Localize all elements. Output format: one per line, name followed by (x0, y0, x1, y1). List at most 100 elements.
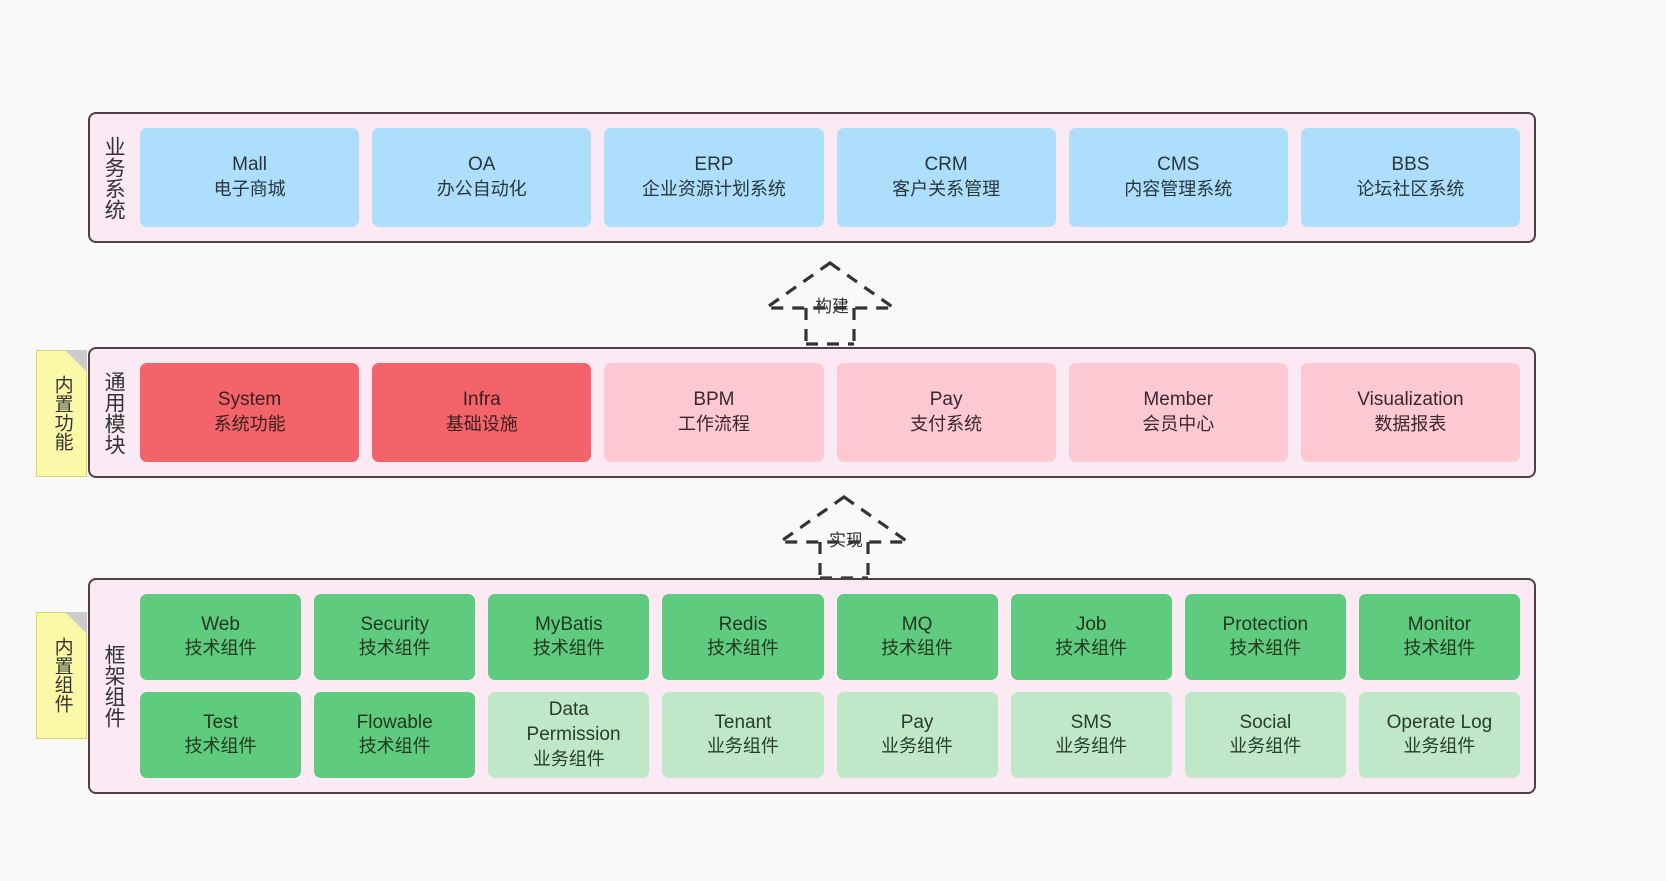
card-operate-log[interactable]: Operate Log 业务组件 (1358, 692, 1520, 778)
card-title-cn: 电子商城 (213, 178, 286, 199)
note-label: 内置功能 (51, 374, 73, 451)
card-title-en: Social (1239, 711, 1292, 733)
card-title-cn: 技术组件 (881, 638, 954, 659)
card-title-en: BPM (693, 389, 735, 411)
card-title-cn: 业务组件 (881, 736, 954, 757)
card-title-en: Pay (900, 711, 934, 733)
card-title-en: Tenant (714, 711, 772, 733)
card-title-cn: 内容管理系统 (1124, 178, 1233, 199)
card-title-cn: 论坛社区系统 (1356, 178, 1465, 199)
card-web[interactable]: Web 技术组件 (140, 594, 302, 680)
card-pay-business[interactable]: Pay 业务组件 (836, 692, 998, 778)
card-title-cn: 业务组件 (1403, 736, 1476, 757)
card-title-cn: 技术组件 (1229, 638, 1302, 659)
layer-business-systems: 业务系统 Mall 电子商城 OA 办公自动化 ERP 企业资源计划系统 CRM… (88, 112, 1536, 243)
card-flowable[interactable]: Flowable 技术组件 (314, 692, 476, 778)
card-oa[interactable]: OA 办公自动化 (372, 128, 592, 227)
note-label: 内置组件 (51, 636, 73, 713)
layer-title-business-systems: 业务系统 (102, 135, 126, 220)
card-title-en: Web (201, 613, 240, 635)
card-title-cn: 技术组件 (184, 638, 257, 659)
connector-label-implement: 实现 (829, 531, 863, 550)
card-sms[interactable]: SMS 业务组件 (1010, 692, 1172, 778)
card-bpm[interactable]: BPM 工作流程 (604, 363, 824, 462)
card-title-cn: 技术组件 (358, 736, 431, 757)
card-mall[interactable]: Mall 电子商城 (140, 128, 360, 227)
connector-implement: 实现 (772, 492, 916, 580)
card-title-en: ERP (694, 154, 734, 176)
card-title-cn: 技术组件 (184, 736, 257, 757)
framework-row-business: Test 技术组件 Flowable 技术组件 Data Permission … (140, 692, 1520, 778)
card-title-en: Job (1075, 613, 1107, 635)
layer-body-business-systems: Mall 电子商城 OA 办公自动化 ERP 企业资源计划系统 CRM 客户关系… (136, 114, 1534, 241)
card-title-cn: 企业资源计划系统 (641, 178, 786, 199)
card-visualization[interactable]: Visualization 数据报表 (1300, 363, 1521, 462)
layer-body-framework-components: Web 技术组件 Security 技术组件 MyBatis 技术组件 Redi… (136, 580, 1534, 792)
layer-title-framework-components: 框架组件 (102, 644, 126, 728)
card-title-en: MyBatis (535, 613, 603, 635)
layer-framework-components: 框架组件 Web 技术组件 Security 技术组件 MyBatis 技术组件… (88, 578, 1536, 794)
card-title-cn: 技术组件 (358, 638, 431, 659)
card-erp[interactable]: ERP 企业资源计划系统 (604, 128, 824, 227)
note-builtin-components: 内置组件 (36, 612, 87, 739)
card-title-cn: 业务组件 (1055, 736, 1128, 757)
card-crm[interactable]: CRM 客户关系管理 (836, 128, 1056, 227)
card-title-en: SMS (1070, 711, 1112, 733)
card-mq[interactable]: MQ 技术组件 (836, 594, 998, 680)
card-infra[interactable]: Infra 基础设施 (372, 363, 592, 462)
note-fold-corner-icon (65, 350, 87, 372)
card-title-cn: 支付系统 (910, 413, 983, 434)
card-title-en: BBS (1391, 154, 1430, 176)
card-title-cn: 客户关系管理 (892, 178, 1001, 199)
card-title-en: Member (1143, 389, 1214, 411)
card-title-en: Infra (462, 389, 501, 411)
card-cms[interactable]: CMS 内容管理系统 (1068, 128, 1288, 227)
card-title-cn: 基础设施 (445, 413, 518, 434)
card-title-en: Monitor (1407, 613, 1472, 635)
card-title-en: System (217, 389, 282, 411)
card-title-cn: 技术组件 (532, 638, 605, 659)
card-bbs[interactable]: BBS 论坛社区系统 (1300, 128, 1521, 227)
card-title-en: Security (360, 613, 429, 635)
card-data-permission[interactable]: Data Permission 业务组件 (488, 692, 650, 778)
card-pay[interactable]: Pay 支付系统 (836, 363, 1056, 462)
card-title-en: CMS (1157, 154, 1200, 176)
card-title-en: Mall (232, 154, 267, 176)
card-title-en: Pay (929, 389, 963, 411)
note-fold-corner-icon (65, 612, 87, 634)
card-title-en: Redis (718, 613, 768, 635)
card-test[interactable]: Test 技术组件 (140, 692, 302, 778)
card-protection[interactable]: Protection 技术组件 (1184, 594, 1346, 680)
card-monitor[interactable]: Monitor 技术组件 (1358, 594, 1520, 680)
card-title-cn: 技术组件 (706, 638, 779, 659)
card-title-cn: 技术组件 (1403, 638, 1476, 659)
card-title-en: OA (468, 154, 496, 176)
card-title-cn: 业务组件 (706, 736, 779, 757)
card-title-en: CRM (924, 154, 968, 176)
layer-title-common-modules: 通用模块 (102, 370, 126, 455)
card-title-en: Operate Log (1386, 711, 1493, 733)
card-title-cn: 办公自动化 (436, 178, 527, 199)
card-title-cn: 会员中心 (1142, 413, 1215, 434)
card-tenant[interactable]: Tenant 业务组件 (662, 692, 824, 778)
card-system[interactable]: System 系统功能 (140, 363, 360, 462)
card-title-en: Protection (1222, 613, 1309, 635)
framework-row-technical: Web 技术组件 Security 技术组件 MyBatis 技术组件 Redi… (140, 594, 1520, 680)
card-job[interactable]: Job 技术组件 (1010, 594, 1172, 680)
layer-body-common-modules: System 系统功能 Infra 基础设施 BPM 工作流程 Pay 支付系统… (136, 349, 1534, 476)
card-title-cn: 数据报表 (1374, 413, 1447, 434)
card-title-cn: 系统功能 (213, 413, 286, 434)
card-mybatis[interactable]: MyBatis 技术组件 (488, 594, 650, 680)
card-title-en: Visualization (1357, 389, 1464, 411)
card-redis[interactable]: Redis 技术组件 (662, 594, 824, 680)
card-member[interactable]: Member 会员中心 (1068, 363, 1288, 462)
card-security[interactable]: Security 技术组件 (314, 594, 476, 680)
note-builtin-features: 内置功能 (36, 350, 87, 477)
card-title-en: Test (203, 711, 238, 733)
card-social[interactable]: Social 业务组件 (1184, 692, 1346, 778)
connector-build: 构建 (758, 258, 902, 346)
card-title-cn: 业务组件 (532, 748, 605, 769)
card-title-en: Data Permission (526, 699, 621, 746)
layer-common-modules: 通用模块 System 系统功能 Infra 基础设施 BPM 工作流程 Pay… (88, 347, 1536, 478)
